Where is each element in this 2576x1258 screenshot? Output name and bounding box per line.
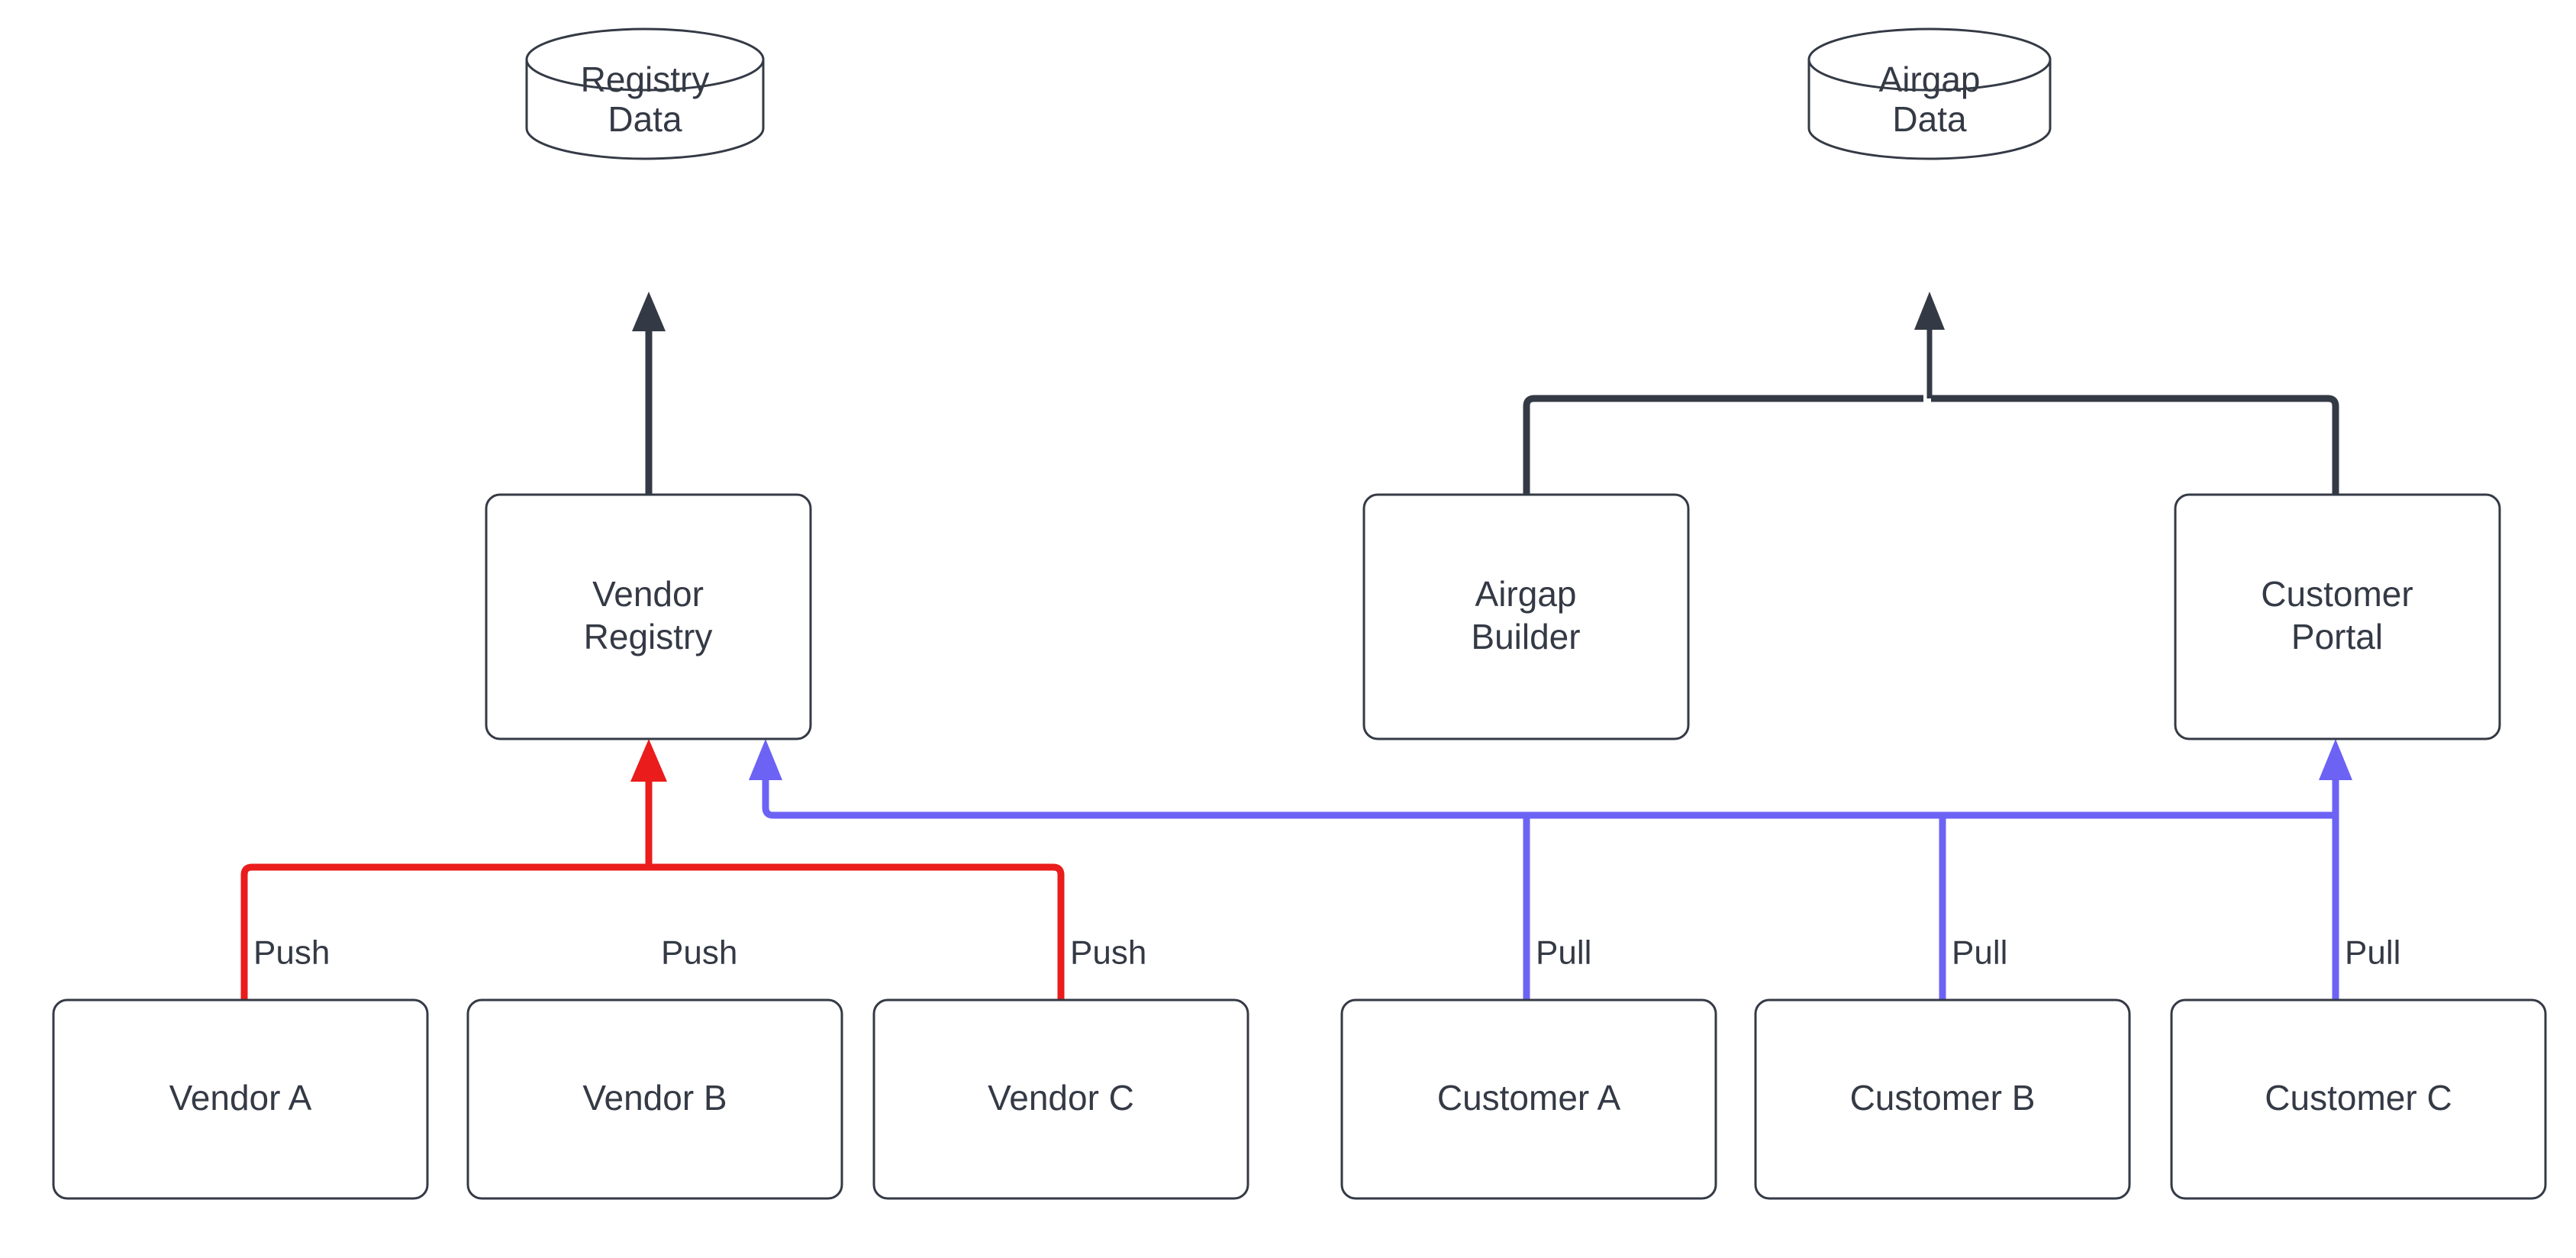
edge-group-push (240, 739, 1065, 1000)
node-box (1340, 998, 1717, 1200)
node-label: Customer A (1437, 1078, 1621, 1118)
edge-line (1523, 395, 1923, 495)
edge-customer-portal-to-airgap-data (1931, 395, 2339, 495)
edge-group-pull (749, 739, 2352, 1000)
node-customer-a[interactable]: Customer A (1340, 998, 1717, 1200)
node-box (2170, 998, 2547, 1200)
node-label-line1: Registry (581, 60, 710, 99)
node-box (2174, 493, 2501, 740)
node-vendor-b[interactable]: Vendor B (466, 998, 843, 1200)
node-customer-portal[interactable]: Customer Portal (2174, 493, 2501, 740)
node-vendor-c[interactable]: Vendor C (872, 998, 1249, 1200)
node-label-line1: Customer (2261, 574, 2413, 614)
node-label-line2: Data (1892, 99, 1967, 139)
edge-label-pull-a: Pull (1536, 934, 1591, 972)
node-customer-b[interactable]: Customer B (1754, 998, 2131, 1200)
node-vendor-registry[interactable]: Vendor Registry (485, 493, 812, 740)
edge-line (1931, 395, 2339, 495)
edge-label-push-a: Push (253, 934, 330, 972)
arrowhead-icon (2319, 739, 2352, 780)
arrowhead-icon (1914, 292, 1945, 330)
edge-label-pull-c: Pull (2345, 934, 2400, 972)
edge-label-push-b: Push (661, 934, 737, 972)
edge-label-push-c: Push (1070, 934, 1146, 972)
node-label-line2: Data (608, 99, 682, 139)
cylinder-top (1807, 27, 2052, 92)
node-registry-data[interactable]: Registry Data (525, 27, 765, 160)
arrowhead-icon (632, 292, 666, 331)
node-label: Customer B (1850, 1078, 2036, 1118)
node-box (1362, 493, 1690, 740)
node-label-line2: Registry (584, 617, 713, 656)
arrowhead-icon (630, 739, 667, 782)
node-box (1754, 998, 2131, 1200)
arrowhead-icon (749, 739, 782, 780)
node-label: Vendor A (169, 1078, 312, 1118)
node-customer-c[interactable]: Customer C (2170, 998, 2547, 1200)
node-airgap-builder[interactable]: Airgap Builder (1362, 493, 1690, 740)
node-label-line1: Vendor (592, 574, 704, 614)
pull-bus-line (762, 771, 2336, 819)
node-label: Vendor B (582, 1078, 727, 1118)
node-label: Vendor C (988, 1078, 1134, 1118)
edge-airgap-data-stem (1914, 292, 1945, 398)
node-box (485, 493, 812, 740)
node-label: Customer C (2265, 1078, 2452, 1118)
node-label-line1: Airgap (1879, 60, 1981, 99)
node-label-line2: Builder (1471, 617, 1580, 656)
node-airgap-data[interactable]: Airgap Data (1807, 27, 2052, 160)
edge-airgap-builder-to-airgap-data (1523, 395, 1923, 495)
node-vendor-a[interactable]: Vendor A (52, 998, 429, 1200)
push-bus-line (240, 863, 1065, 1000)
node-box (872, 998, 1249, 1200)
edge-label-pull-b: Pull (1952, 934, 2007, 972)
edge-vendor-registry-to-registry-data (632, 292, 666, 495)
node-label-line1: Airgap (1475, 574, 1577, 614)
cylinder-top (525, 27, 765, 92)
node-label-line2: Portal (2291, 617, 2383, 656)
node-box (466, 998, 843, 1200)
node-box (52, 998, 429, 1200)
